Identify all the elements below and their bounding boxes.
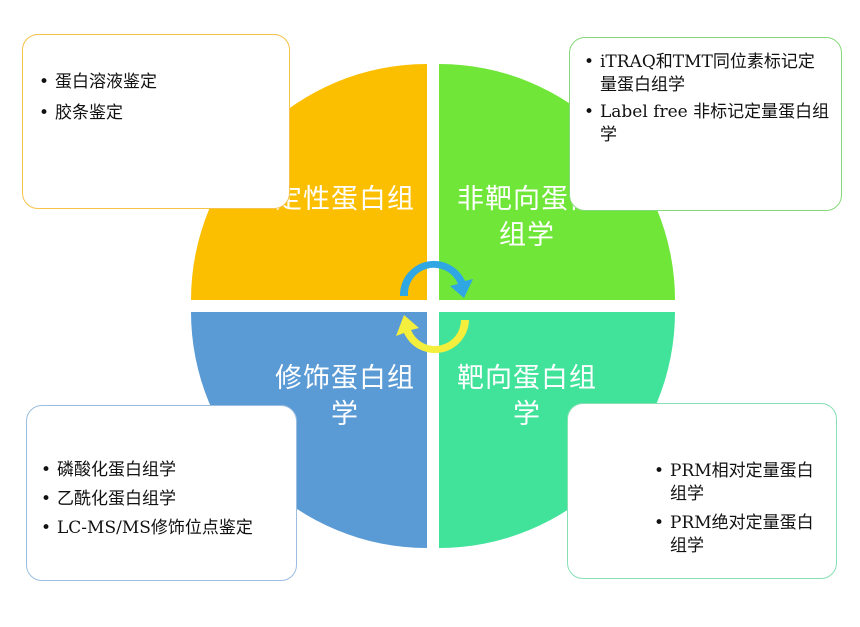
bullet-list: 磷酸化蛋白组学 乙酰化蛋白组学 LC-MS/MS修饰位点鉴定 — [37, 459, 286, 540]
bullet-item: Label free 非标记定量蛋白组学 — [580, 101, 831, 147]
quadrant-top-left — [191, 64, 427, 300]
bullet-item: iTRAQ和TMT同位素标记定量蛋白组学 — [580, 51, 831, 97]
bullet-item: 蛋白溶液鉴定 — [35, 71, 277, 94]
bullet-item: PRM相对定量蛋白组学 — [650, 460, 826, 506]
quadrant-label-targeted: 靶向蛋白组学 — [457, 363, 597, 430]
info-box-targeted: PRM相对定量蛋白组学 PRM绝对定量蛋白组学 — [567, 403, 837, 579]
bullet-item: 磷酸化蛋白组学 — [37, 459, 286, 482]
bullet-item: LC-MS/MS修饰位点鉴定 — [37, 517, 286, 540]
info-box-modification: 磷酸化蛋白组学 乙酰化蛋白组学 LC-MS/MS修饰位点鉴定 — [26, 405, 297, 581]
quadrant-bottom-left — [191, 312, 427, 548]
info-box-untargeted: iTRAQ和TMT同位素标记定量蛋白组学 Label free 非标记定量蛋白组… — [569, 37, 842, 211]
arrow-top-icon — [399, 260, 473, 298]
bullet-item: 胶条鉴定 — [35, 102, 277, 125]
info-box-qualitative: 蛋白溶液鉴定 胶条鉴定 — [22, 34, 290, 209]
arrow-bottom-icon — [396, 315, 469, 354]
quadrant-top-right — [439, 64, 675, 300]
bullet-list: iTRAQ和TMT同位素标记定量蛋白组学 Label free 非标记定量蛋白组… — [580, 51, 831, 147]
quadrant-label-qualitative: 定性蛋白组 — [275, 184, 415, 215]
bullet-list: PRM相对定量蛋白组学 PRM绝对定量蛋白组学 — [650, 460, 826, 558]
bullet-list: 蛋白溶液鉴定 胶条鉴定 — [35, 71, 277, 125]
bullet-item: 乙酰化蛋白组学 — [37, 488, 286, 511]
bullet-item: PRM绝对定量蛋白组学 — [650, 512, 826, 558]
quadrant-bottom-right — [439, 312, 675, 548]
cycle-arrows-icon — [396, 260, 473, 354]
quadrant-label-modification: 修饰蛋白组学 — [275, 363, 415, 430]
